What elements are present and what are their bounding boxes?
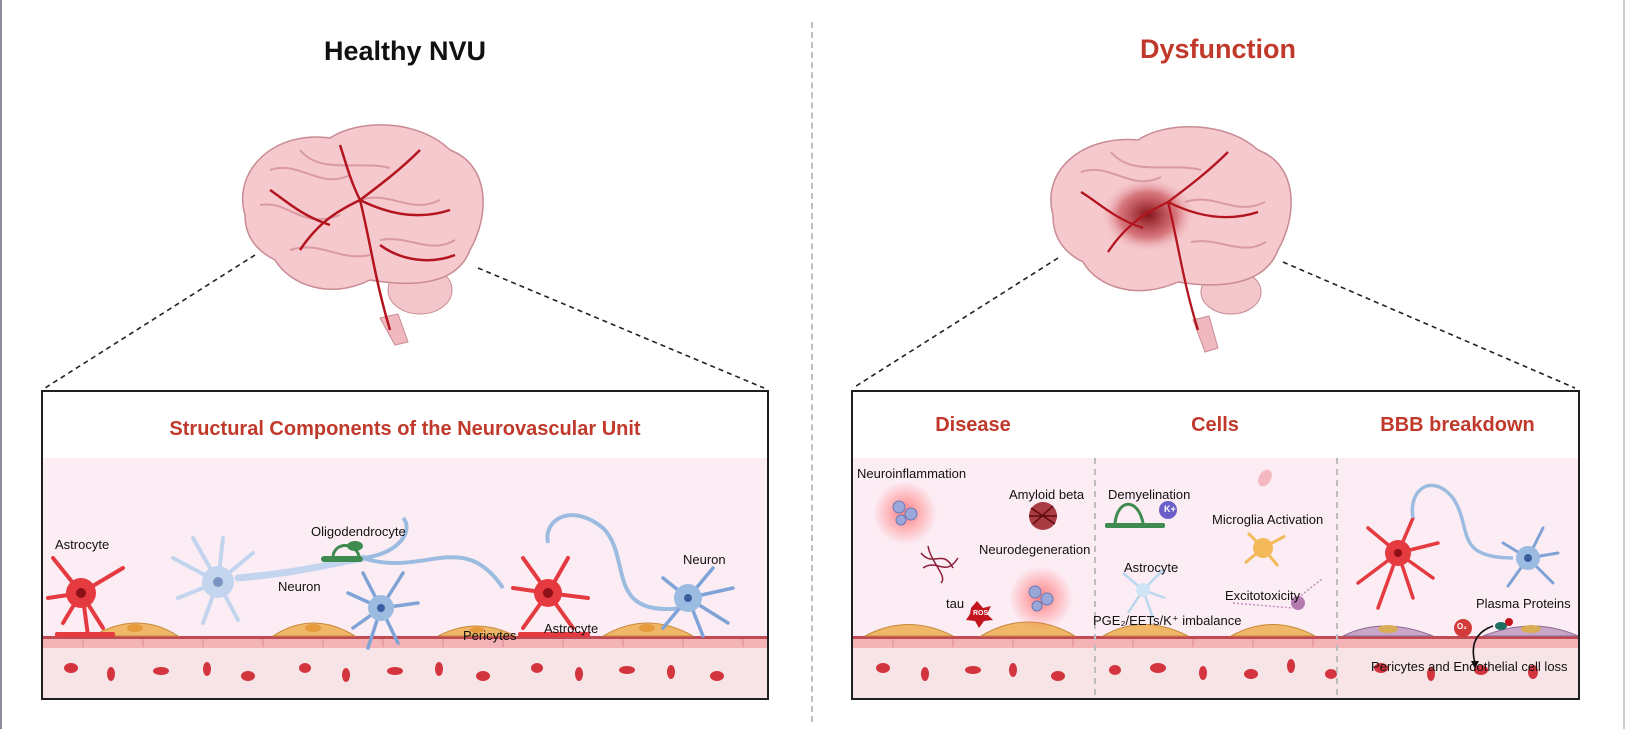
label-oligodendrocyte: Oligodendrocyte (311, 524, 406, 539)
panel-header: Disease Cells BBB breakdown (853, 392, 1578, 459)
label-amyloid-beta: Amyloid beta (1009, 487, 1085, 502)
label-imbalance: PGE₂/EETs/K⁺ imbalance (1093, 613, 1242, 628)
dysfunction-panel: Disease Cells BBB breakdown (851, 390, 1580, 700)
dysfunction-title: Dysfunction (1139, 34, 1296, 64)
healthy-brain-illustration (44, 124, 765, 389)
dysfunction-scene: Neuroinflammation Amyloid beta Neurodege… (853, 458, 1578, 698)
label-neuron-2: Neuron (683, 552, 726, 567)
panel-title: Structural Components of the Neurovascul… (169, 418, 641, 440)
label-k-ion: K+ (1164, 504, 1176, 514)
nvu-illustration (43, 513, 767, 698)
column-title-cells: Cells (1191, 414, 1239, 436)
column-title-disease: Disease (935, 414, 1011, 436)
label-ros: ROS (973, 610, 989, 617)
healthy-nvu-title: Healthy NVU (323, 36, 487, 66)
page-edge-right (1623, 0, 1625, 729)
panel-header: Structural Components of the Neurovascul… (43, 392, 767, 459)
label-tau: tau (946, 596, 965, 611)
label-neurodegeneration: Neurodegeneration (979, 542, 1091, 557)
label-neuroinflammation: Neuroinflammation (857, 466, 967, 481)
label-demyelination: Demyelination (1108, 487, 1191, 502)
label-astrocyte-2: Astrocyte (544, 621, 599, 636)
center-divider (811, 22, 813, 722)
label-o2: O₂ (1457, 622, 1467, 631)
label-pericytes: Pericytes (463, 628, 517, 643)
label-astrocyte: Astrocyte (1124, 560, 1179, 575)
label-cell-loss: Pericytes and Endothelial cell loss (1371, 659, 1568, 674)
dysfunction-illustration (853, 458, 1578, 698)
page-edge-left (0, 0, 2, 729)
label-neuron-1: Neuron (278, 579, 321, 594)
dysfunction-brain-illustration (852, 125, 1576, 389)
label-astrocyte-1: Astrocyte (55, 537, 110, 552)
label-microglia-activation: Microglia Activation (1212, 512, 1324, 527)
label-excitotoxicity: Excitotoxicity (1225, 588, 1301, 603)
structural-components-panel: Structural Components of the Neurovascul… (41, 390, 769, 700)
nvu-scene: Astrocyte Oligodendrocyte Neuron Neuron … (43, 458, 767, 698)
label-plasma-proteins: Plasma Proteins (1476, 596, 1571, 611)
column-title-bbb-breakdown: BBB breakdown (1380, 414, 1535, 436)
